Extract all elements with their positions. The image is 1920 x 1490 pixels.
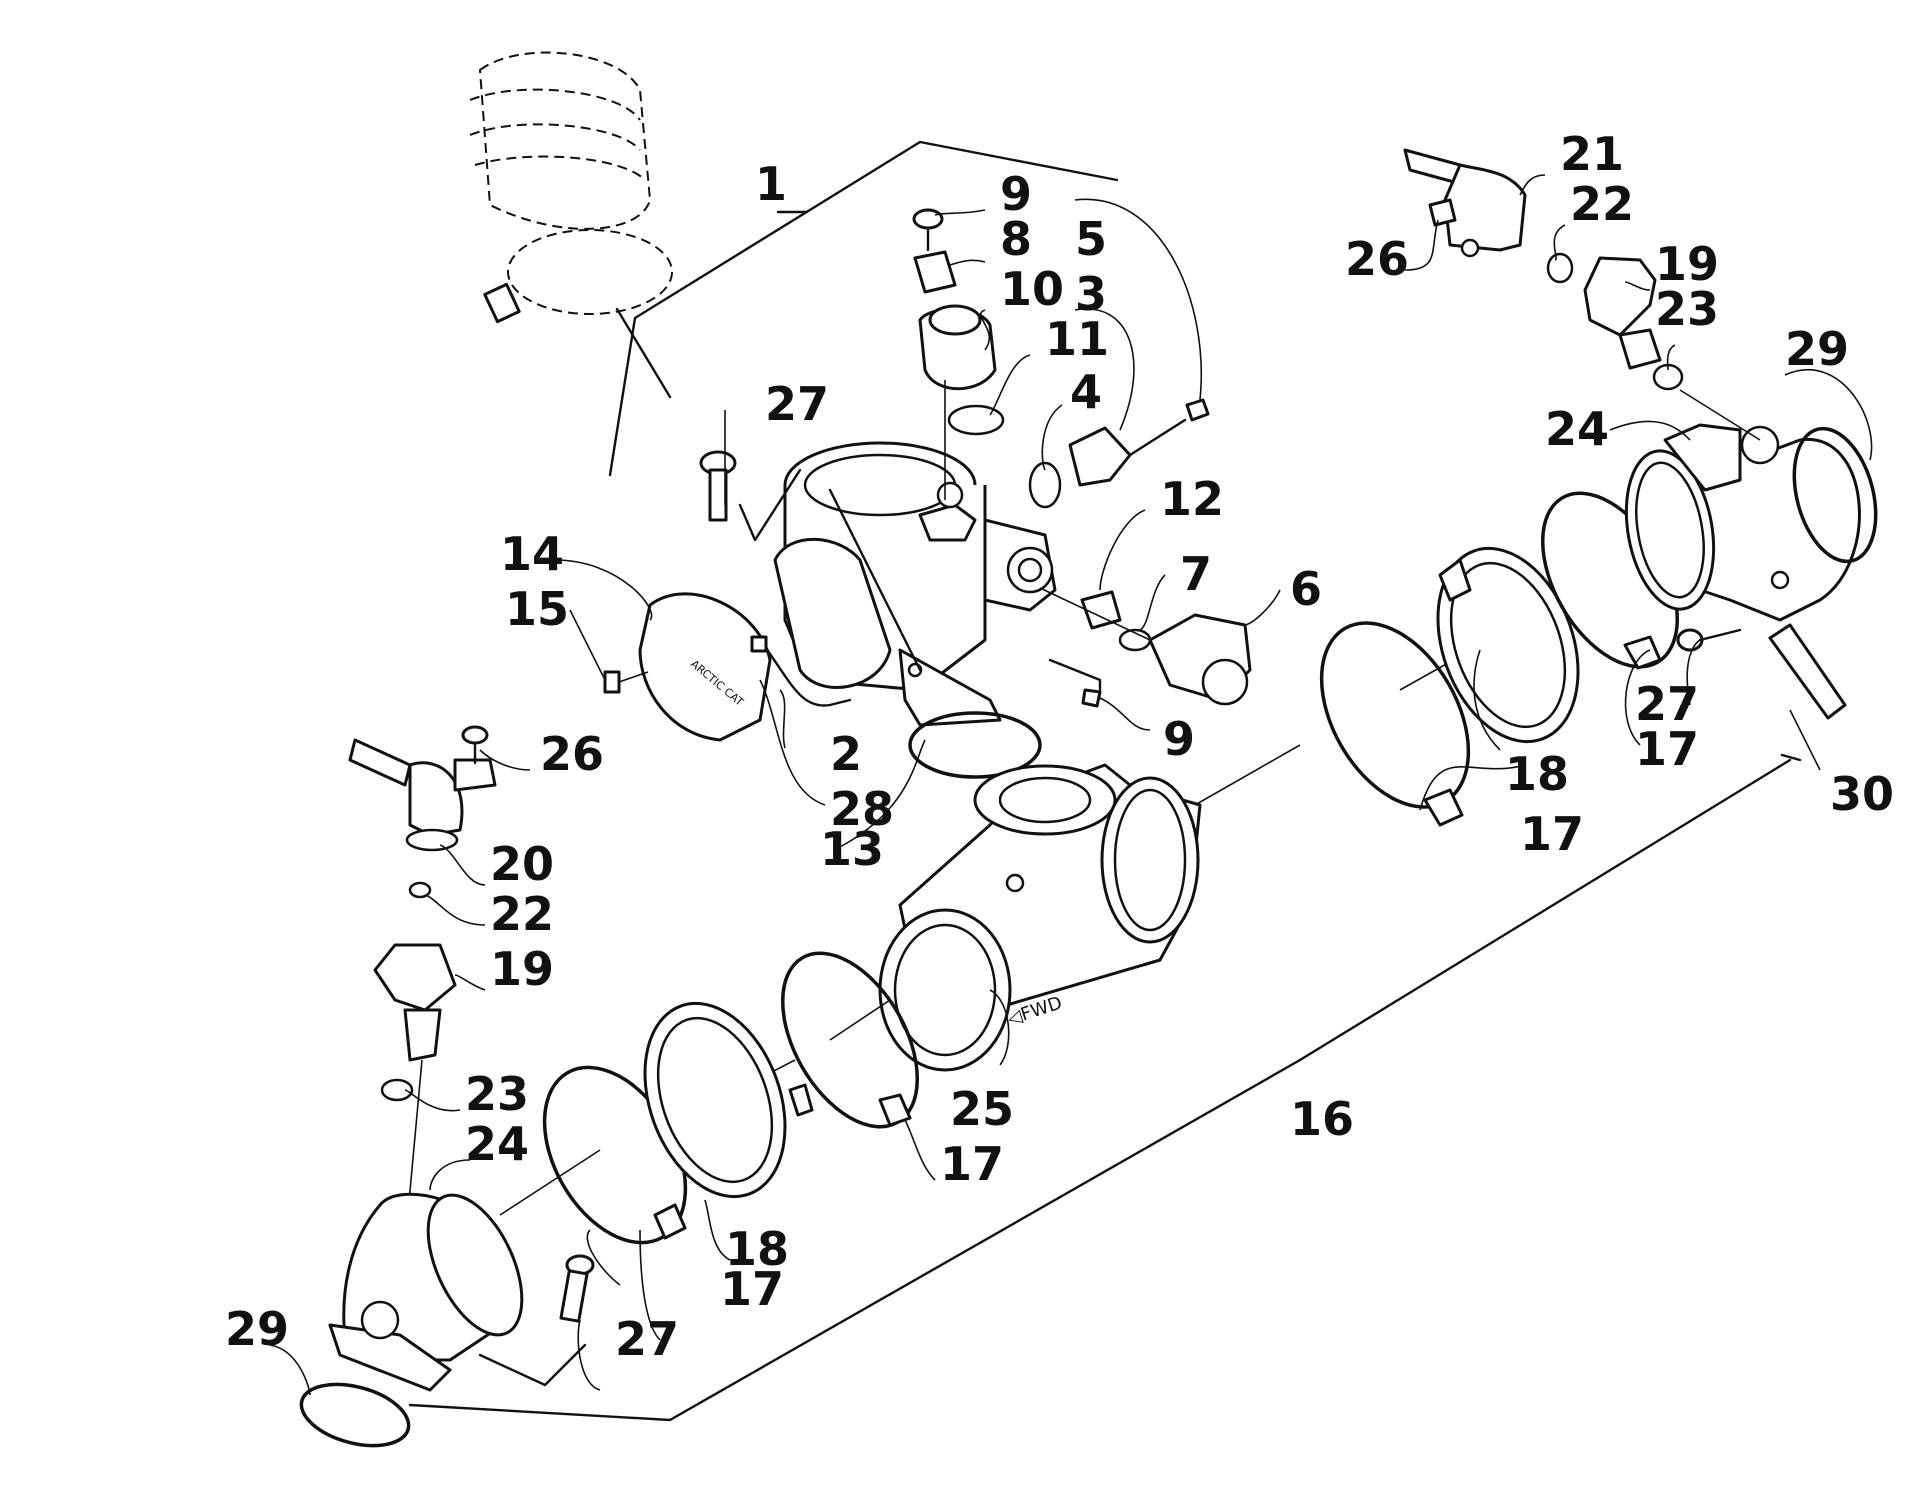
callout-25: 25 <box>950 1082 1014 1136</box>
callout-8: 8 <box>1000 212 1032 266</box>
callout-27a: 27 <box>765 377 829 431</box>
callout-2: 2 <box>830 727 862 781</box>
callout-22a: 22 <box>1570 177 1634 231</box>
spring-wire <box>758 638 852 707</box>
wire-end <box>750 635 768 653</box>
leader-lines <box>269 174 1873 1396</box>
callout-29a: 29 <box>1785 322 1849 376</box>
callout-18b: 18 <box>725 1222 789 1276</box>
callout-27c: 27 <box>615 1312 679 1366</box>
callout-23a: 23 <box>1655 282 1719 336</box>
callout-17d: 17 <box>720 1262 784 1316</box>
callout-29b: 29 <box>225 1302 289 1356</box>
callout-10: 10 <box>1000 262 1064 316</box>
callout-17b: 17 <box>1520 807 1584 861</box>
callout-24b: 24 <box>465 1117 529 1171</box>
callout-20: 20 <box>490 837 554 891</box>
callout-17a: 17 <box>1635 722 1699 776</box>
callout-19b: 19 <box>490 942 554 996</box>
callout-4: 4 <box>1070 365 1102 419</box>
callout-27b: 27 <box>1635 677 1699 731</box>
callout-3: 3 <box>1075 267 1107 321</box>
intake-plenum: ◁FWD <box>878 763 1202 1072</box>
callout-18a: 18 <box>1505 747 1569 801</box>
callout-7: 7 <box>1180 547 1212 601</box>
callout-9b: 9 <box>1163 712 1195 766</box>
sensor-side <box>1028 398 1210 509</box>
callout-17c: 17 <box>940 1137 1004 1191</box>
callout-15: 15 <box>505 582 569 636</box>
callout-21: 21 <box>1560 127 1624 181</box>
callout-12: 12 <box>1160 472 1224 526</box>
throttle-cover: ARCTIC CAT <box>638 592 772 742</box>
callout-9a: 9 <box>1000 167 1032 221</box>
screw-15 <box>603 670 649 694</box>
callout-14: 14 <box>500 527 564 581</box>
callout-5: 5 <box>1075 212 1107 266</box>
left-couplers <box>542 951 920 1245</box>
right-assembly <box>1319 423 1878 827</box>
callout-26b: 26 <box>540 727 604 781</box>
callout-16: 16 <box>1290 1092 1354 1146</box>
bracket-lines <box>408 140 1802 1422</box>
boot-leader <box>615 307 672 399</box>
callout-26a: 26 <box>1345 232 1409 286</box>
callout-28: 28 <box>830 782 894 836</box>
intake-boot <box>469 51 673 324</box>
sensor-6-group <box>1039 587 1252 708</box>
injector-left <box>299 725 595 1448</box>
callout-13: 13 <box>820 822 884 876</box>
callout-23b: 23 <box>465 1067 529 1121</box>
callout-1: 1 <box>755 157 787 211</box>
throttle-body <box>773 441 1057 727</box>
gasket-13 <box>908 711 1042 779</box>
callout-11: 11 <box>1045 312 1109 366</box>
screw-27-top <box>699 450 802 542</box>
callout-24a: 24 <box>1545 402 1609 456</box>
callout-labels: 1 2 3 4 5 6 7 8 9 9 10 11 12 13 14 15 16… <box>225 127 1894 1366</box>
callout-22b: 22 <box>490 887 554 941</box>
callout-30: 30 <box>1830 767 1894 821</box>
callout-6: 6 <box>1290 562 1322 616</box>
callout-19a: 19 <box>1655 237 1719 291</box>
